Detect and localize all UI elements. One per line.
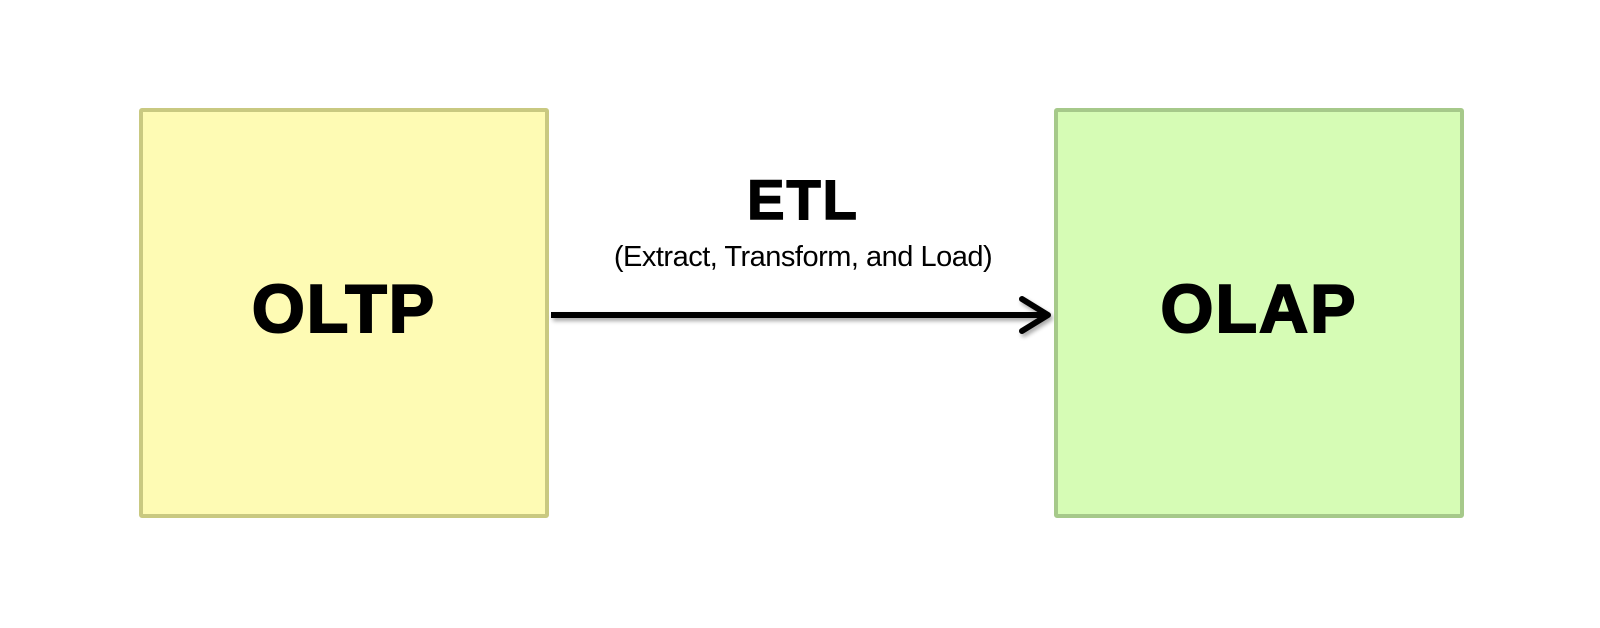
olap-label: OLAP — [1160, 271, 1358, 347]
oltp-box: OLTP — [139, 108, 549, 518]
arrow-head — [1019, 296, 1051, 334]
oltp-label: OLTP — [251, 271, 437, 347]
etl-subtitle: (Extract, Transform, and Load) — [613, 241, 993, 273]
olap-box: OLAP — [1054, 108, 1464, 518]
etl-title: ETL — [746, 168, 859, 231]
